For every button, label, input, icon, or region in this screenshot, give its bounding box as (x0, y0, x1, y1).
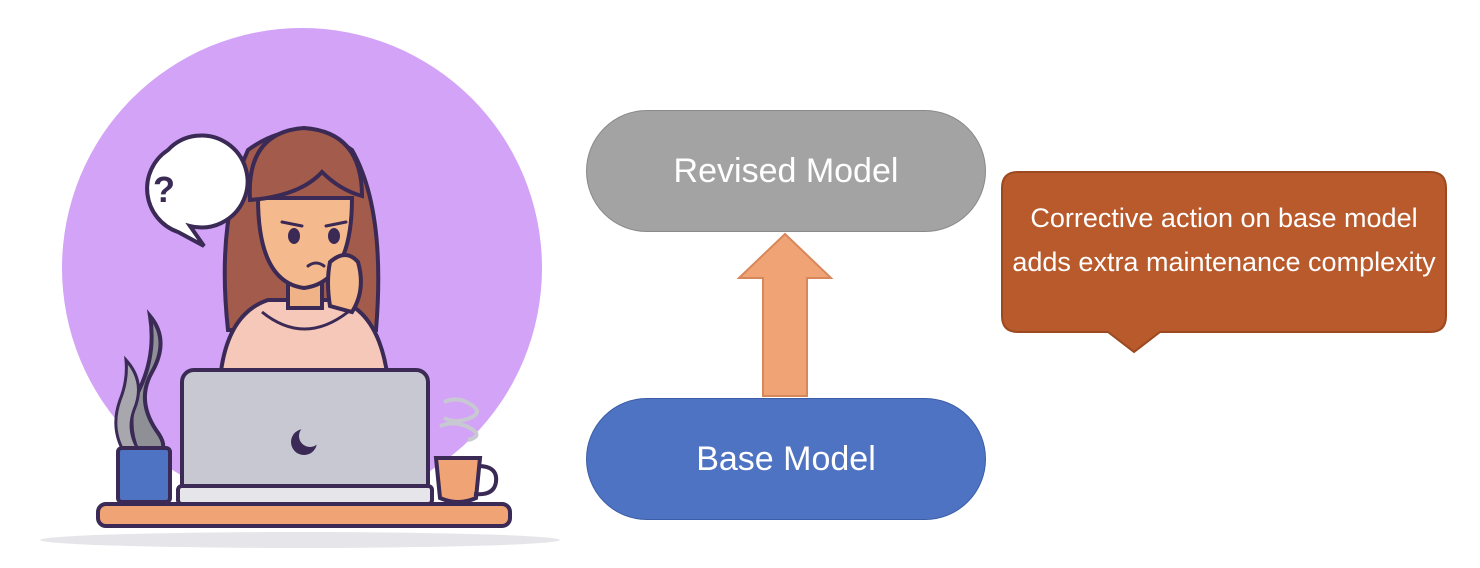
revised-model-node: Revised Model (586, 110, 986, 232)
callout-bubble (1001, 171, 1447, 354)
revised-model-label: Revised Model (673, 151, 899, 190)
callout-text: Corrective action on base model adds ext… (1012, 203, 1436, 277)
hair-fringe (247, 125, 365, 203)
question-mark: ? (153, 169, 175, 210)
base-model-label: Base Model (696, 439, 876, 478)
confused-person-illustration: ? (40, 28, 560, 548)
plant-pot-icon (114, 309, 172, 504)
up-arrow-icon (736, 232, 834, 397)
laptop-icon (176, 368, 434, 506)
desk (96, 502, 512, 528)
base-model-node: Base Model (586, 398, 986, 520)
question-bubble-icon: ? (145, 133, 250, 248)
coffee-cup-icon (433, 397, 499, 504)
hand (326, 253, 363, 315)
